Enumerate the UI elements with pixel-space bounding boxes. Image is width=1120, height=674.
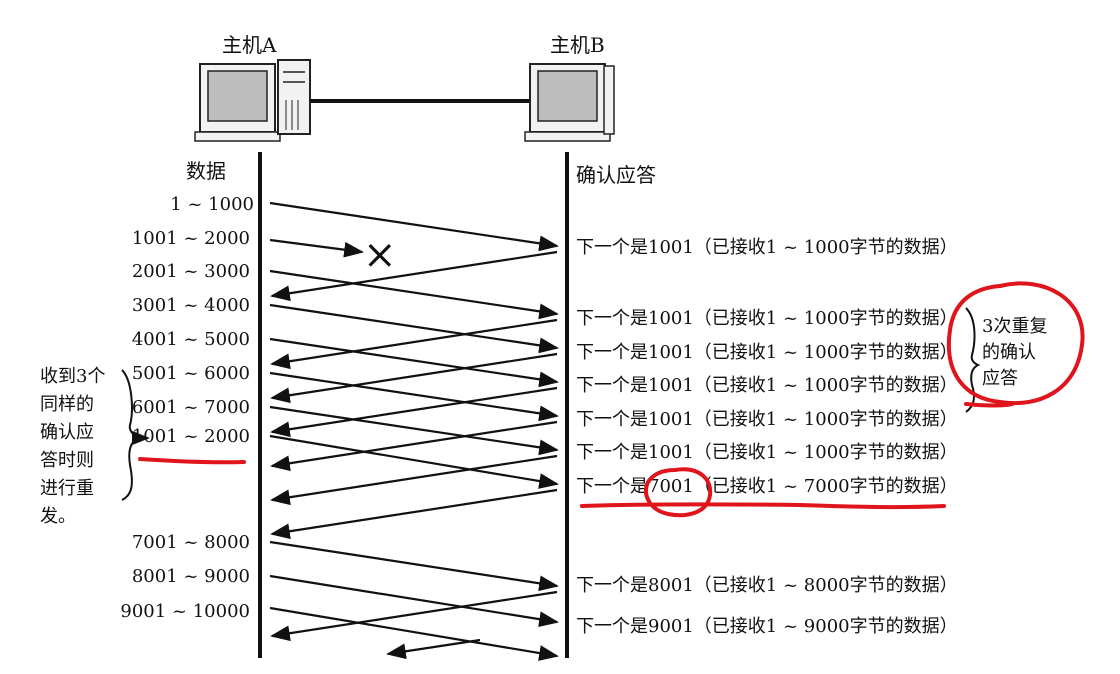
left-note-line: 发。 bbox=[40, 506, 76, 527]
data-arrow bbox=[269, 540, 559, 592]
red-underline-ack-7001 bbox=[580, 502, 946, 510]
right-note-line: 的确认 bbox=[982, 342, 1036, 363]
data-arrow bbox=[269, 405, 559, 456]
left-note-line: 确认应 bbox=[40, 422, 94, 443]
ack-label: 下一个是1001（已接收1 ~ 1000字节的数据） bbox=[576, 442, 958, 463]
ack-label: 下一个是8001（已接收1 ~ 8000字节的数据） bbox=[576, 575, 958, 596]
host-a-label: 主机A bbox=[222, 33, 277, 57]
ack-arrow bbox=[270, 250, 558, 302]
segment-labels: 1 ~ 1000 1001 ~ 2000 2001 ~ 3000 3001 ~ … bbox=[120, 194, 254, 622]
segment-label: 9001 ~ 10000 bbox=[120, 601, 250, 622]
data-arrow bbox=[269, 574, 559, 628]
data-arrow bbox=[269, 303, 559, 354]
red-circle-next-7001 bbox=[644, 467, 713, 518]
data-arrows bbox=[269, 201, 559, 661]
ack-arrow bbox=[270, 352, 558, 404]
data-arrow bbox=[269, 201, 559, 252]
segment-label: 1001 ~ 2000 bbox=[132, 228, 250, 249]
right-note-line: 应答 bbox=[982, 368, 1018, 389]
red-underline-retransmit bbox=[138, 457, 246, 465]
ack-label: 下一个是1001（已接收1 ~ 1000字节的数据） bbox=[576, 342, 958, 363]
ack-arrow bbox=[270, 488, 558, 540]
left-column-title: 数据 bbox=[186, 159, 226, 183]
right-column-title: 确认应答 bbox=[576, 163, 656, 187]
ack-labels: 下一个是1001（已接收1 ~ 1000字节的数据） 下一个是1001（已接收1… bbox=[576, 237, 958, 637]
left-note-line: 收到3个 bbox=[40, 366, 105, 387]
segment-label: 4001 ~ 5000 bbox=[132, 329, 250, 350]
segment-label: 2001 ~ 3000 bbox=[132, 261, 250, 282]
ack-label: 下一个是1001（已接收1 ~ 1000字节的数据） bbox=[576, 237, 958, 258]
left-note-line: 进行重 bbox=[40, 478, 94, 499]
lost-packet-mark: × bbox=[363, 232, 397, 278]
ack-label: 下一个是1001（已接收1 ~ 1000字节的数据） bbox=[576, 308, 958, 329]
ack-arrow bbox=[270, 454, 558, 506]
data-arrow bbox=[269, 337, 559, 388]
data-arrow bbox=[269, 371, 559, 422]
data-arrow-lost bbox=[269, 238, 364, 258]
red-tail-stroke bbox=[964, 402, 1014, 408]
segment-label: 6001 ~ 7000 bbox=[132, 397, 250, 418]
segment-label: 3001 ~ 4000 bbox=[132, 295, 250, 316]
host-b-computer-icon bbox=[524, 63, 615, 142]
ack-arrow bbox=[270, 386, 558, 438]
red-annotations bbox=[138, 281, 1085, 518]
right-note: 3次重复 的确认 应答 bbox=[982, 316, 1047, 389]
data-arrow bbox=[269, 269, 559, 320]
ack-arrow bbox=[270, 420, 558, 472]
segment-label: 1 ~ 1000 bbox=[170, 194, 254, 215]
ack-label: 下一个是1001（已接收1 ~ 1000字节的数据） bbox=[576, 409, 958, 430]
ack-label: 下一个是7001（已接收1 ~ 7000字节的数据） bbox=[576, 476, 958, 497]
segment-label retransmitted: 1001 ~ 2000 bbox=[132, 426, 250, 447]
data-arrow-retransmit bbox=[269, 434, 559, 489]
host-b-label: 主机B bbox=[550, 33, 605, 57]
left-note-line: 答时则 bbox=[40, 450, 94, 471]
ack-arrows bbox=[270, 250, 558, 660]
host-a-computer-icon bbox=[194, 59, 311, 142]
ack-label: 下一个是1001（已接收1 ~ 1000字节的数据） bbox=[576, 375, 958, 396]
ack-arrow bbox=[270, 318, 558, 370]
data-arrow bbox=[269, 606, 559, 661]
ack-label: 下一个是9001（已接收1 ~ 9000字节的数据） bbox=[576, 616, 958, 637]
segment-label: 5001 ~ 6000 bbox=[132, 363, 250, 384]
right-note-line: 3次重复 bbox=[982, 316, 1047, 337]
left-note: 收到3个 同样的 确认应 答时则 进行重 发。 bbox=[40, 366, 105, 527]
ack-arrow bbox=[270, 590, 558, 642]
segment-label: 8001 ~ 9000 bbox=[132, 566, 250, 587]
ack-arrow bbox=[386, 638, 481, 660]
left-note-line: 同样的 bbox=[40, 394, 94, 415]
segment-label: 7001 ~ 8000 bbox=[132, 532, 250, 553]
